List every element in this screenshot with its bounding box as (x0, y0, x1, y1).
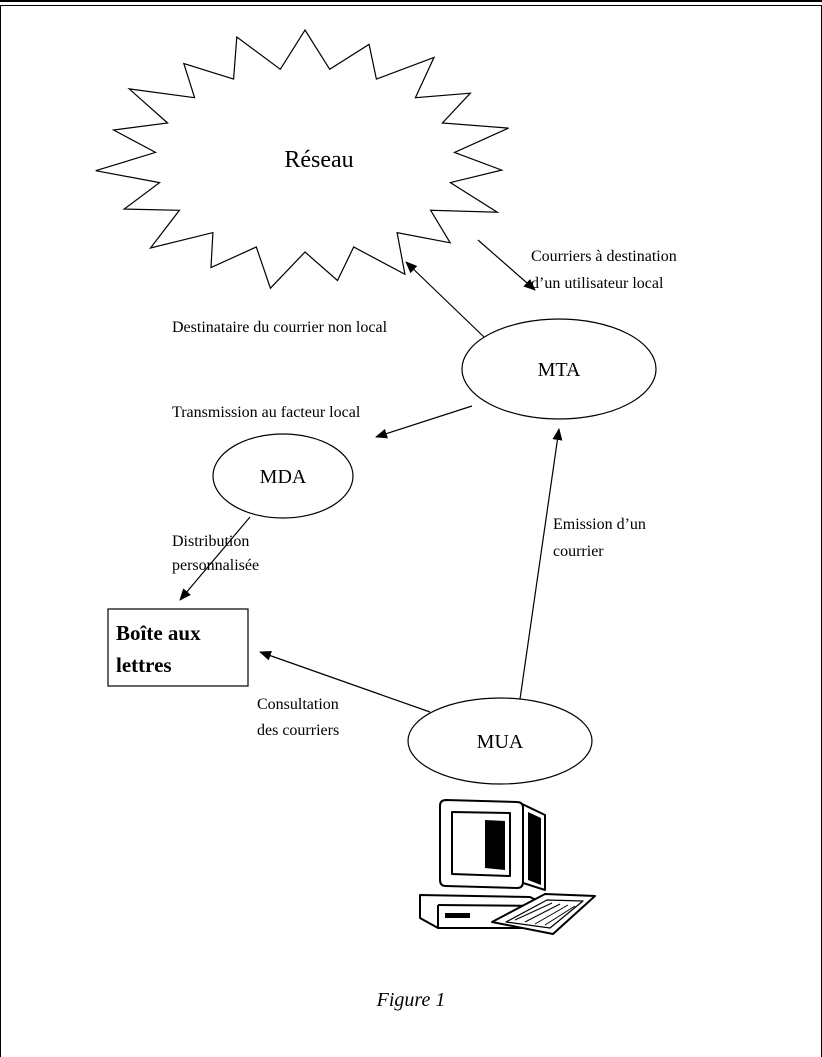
edge-label-local-mail-2: d’un utilisateur local (531, 275, 664, 292)
figure-caption: Figure 1 (376, 989, 446, 1011)
mua-label: MUA (477, 731, 524, 753)
mailbox-label-2: lettres (116, 653, 172, 677)
arrow-mua-to-mta (518, 428, 563, 707)
arrow-mta-to-network (405, 261, 485, 338)
mua-node (407, 697, 593, 785)
mailbox-node (107, 608, 249, 687)
mda-label: MDA (260, 466, 307, 488)
network-label: Réseau (284, 147, 353, 173)
edge-label-transmission: Transmission au facteur local (172, 404, 361, 421)
edge-label-emission-1: Emission d’un (553, 516, 646, 533)
mta-label: MTA (538, 359, 581, 381)
arrow-network-to-mta (477, 239, 536, 291)
arrow-mta-to-mda (375, 405, 473, 439)
top-rule-inner (0, 5, 822, 6)
edge-label-local-mail-1: Courriers à destination (531, 248, 677, 265)
left-border (0, 5, 1, 1057)
mta-node (461, 318, 657, 420)
arrow-mua-to-mailbox (259, 650, 431, 713)
edge-label-distribution-1: Distribution (172, 533, 249, 550)
starburst-network-icon (95, 28, 509, 290)
computer-icon (419, 799, 596, 935)
edge-label-non-local: Destinataire du courrier non local (172, 319, 388, 336)
edge-label-emission-2: courrier (553, 543, 604, 560)
top-rule (0, 0, 822, 2)
mailbox-label-1: Boîte aux (116, 621, 201, 645)
edge-label-consultation-1: Consultation (257, 696, 339, 713)
edge-label-consultation-2: des courriers (257, 722, 339, 739)
mda-node (212, 433, 354, 519)
arrow-mda-to-mailbox (179, 516, 251, 601)
edge-label-distribution-2: personnalisée (172, 557, 259, 574)
